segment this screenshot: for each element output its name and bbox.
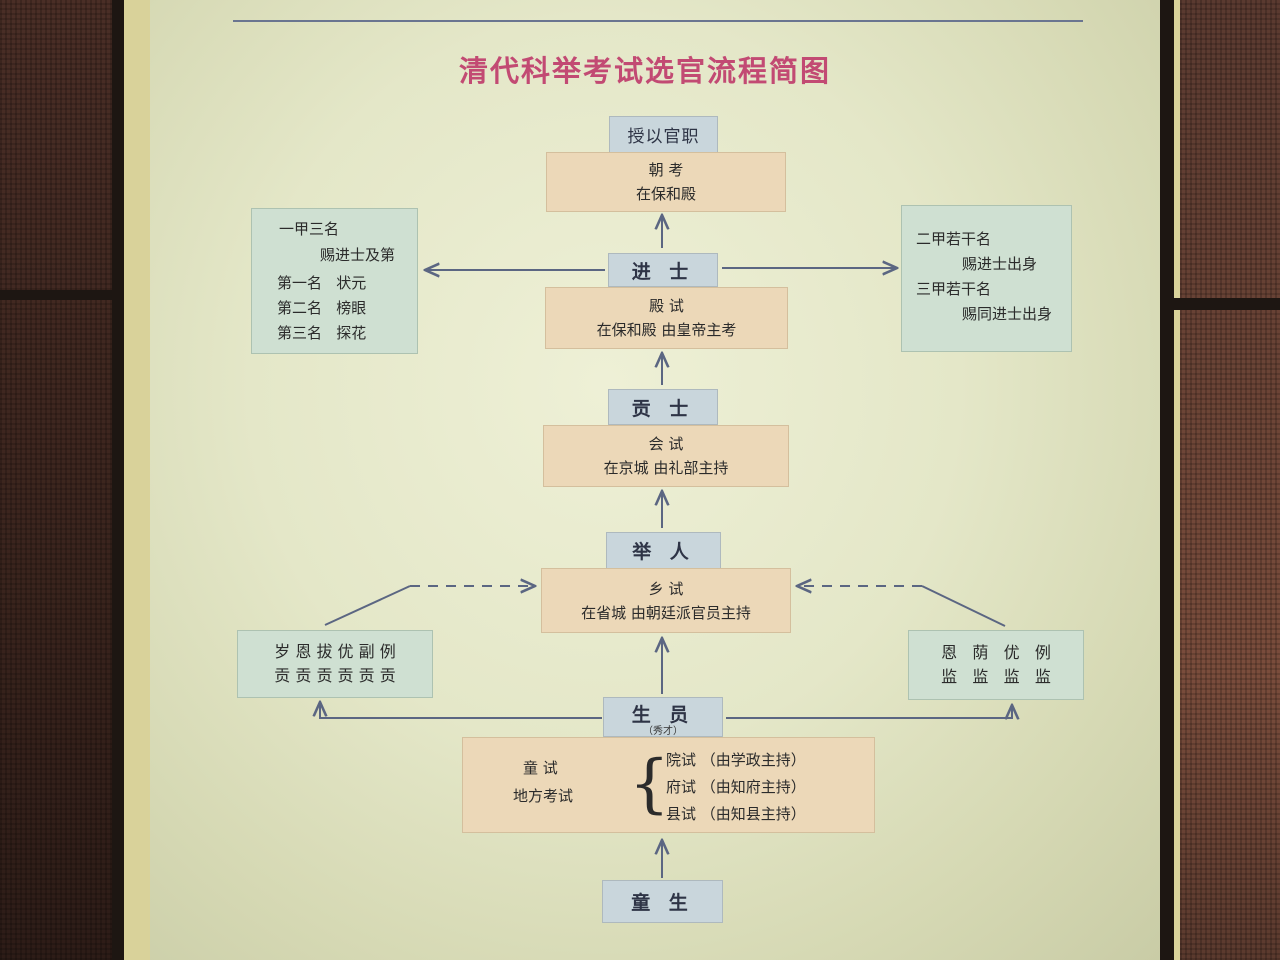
line-jian-up [921,585,1006,627]
tongsheng-label: 童 生 [631,892,694,914]
panel-yijia: 一甲三名 赐进士及第 第一名 状元 第二名 榜眼 第三名 探花 [251,208,418,354]
jian-bottom: 监 监 监 监 [941,667,1051,686]
jinshi-label: 进 士 [631,260,695,283]
yijia-line-4: 第二名 榜眼 [277,299,367,317]
sanjia-line-1: 三甲若干名 [916,280,992,298]
huishi-detail: 在京城 由礼部主持 [603,459,729,477]
node-shouyi-label: 授以官职 [627,127,700,147]
frame-rail-left [0,290,112,300]
node-shengyuan: 生 员 （秀才） [603,697,723,737]
huishi-name: 会 试 [648,435,684,453]
fushi-line: 府试 （由知府主持） [666,778,806,796]
arrow-shengyuan-left [320,702,602,719]
yijia-line-2: 赐进士及第 [320,246,396,264]
xiangshi-detail: 在省城 由朝廷派官员主持 [581,603,751,622]
node-dianshi: 殿 试 在保和殿 由皇帝主考 [545,287,788,349]
shengyuan-label: 生 员 [631,704,695,726]
chaokao-name: 朝 考 [648,161,684,179]
node-xiangshi: 乡 试 在省城 由朝廷派官员主持 [541,568,791,633]
node-shouyi-guanzhi: 授以官职 [609,116,718,153]
gongshi-label: 贡 士 [631,397,695,420]
brace-icon: { [629,747,670,821]
yuanshi-line: 院试 （由学政主持） [666,751,806,769]
xianshi-line: 县试 （由知县主持） [666,805,806,823]
dianshi-name: 殿 试 [649,297,684,315]
tongshi-name: 童 试 [523,759,558,777]
top-rule [233,20,1083,22]
node-gongshi: 贡 士 [608,389,718,425]
panel-erjia-sanjia: 二甲若干名 赐进士出身 三甲若干名 赐同进士出身 [901,205,1072,352]
tongshi-detail: 地方考试 [513,787,574,805]
erjia-line-1: 二甲若干名 [916,230,992,248]
xiangshi-name: 乡 试 [648,579,684,598]
dianshi-detail: 在保和殿 由皇帝主考 [596,321,737,339]
yijia-line-3: 第一名 状元 [277,274,367,292]
jian-top: 恩 荫 优 例 [941,643,1051,662]
gong-top: 岁 恩 拔 优 副 例 [274,642,396,661]
chaokao-detail: 在保和殿 [635,185,696,203]
shengyuan-note: （秀才） [643,726,683,737]
frame-post-right [1160,0,1174,960]
line-gong-up [324,585,411,626]
frame-rail-right [1174,298,1280,310]
sanjia-line-2: 赐同进士出身 [962,305,1053,323]
yijia-line-5: 第三名 探花 [277,324,367,342]
node-chaokao: 朝 考 在保和殿 [546,152,786,212]
node-huishi: 会 试 在京城 由礼部主持 [543,425,789,487]
node-tongsheng: 童 生 [602,880,723,923]
node-tongshi: 童 试 地方考试 { 院试 （由学政主持） 府试 （由知府主持） 县试 （由知县… [462,737,875,833]
erjia-line-2: 赐进士出身 [962,255,1038,273]
diagram-title: 清代科举考试选官流程简图 [458,54,831,88]
panel-jian: 恩 荫 优 例 监 监 监 监 [908,630,1084,700]
yijia-line-1: 一甲三名 [279,220,340,238]
juren-label: 举 人 [632,541,695,563]
frame-post-left [112,0,124,960]
node-juren: 举 人 [606,532,721,569]
gong-bottom: 贡 贡 贡 贡 贡 贡 [274,666,396,685]
panel-gong: 岁 恩 拔 优 副 例 贡 贡 贡 贡 贡 贡 [237,630,433,698]
node-jinshi: 进 士 [608,253,718,287]
arrow-shengyuan-right [726,705,1012,718]
